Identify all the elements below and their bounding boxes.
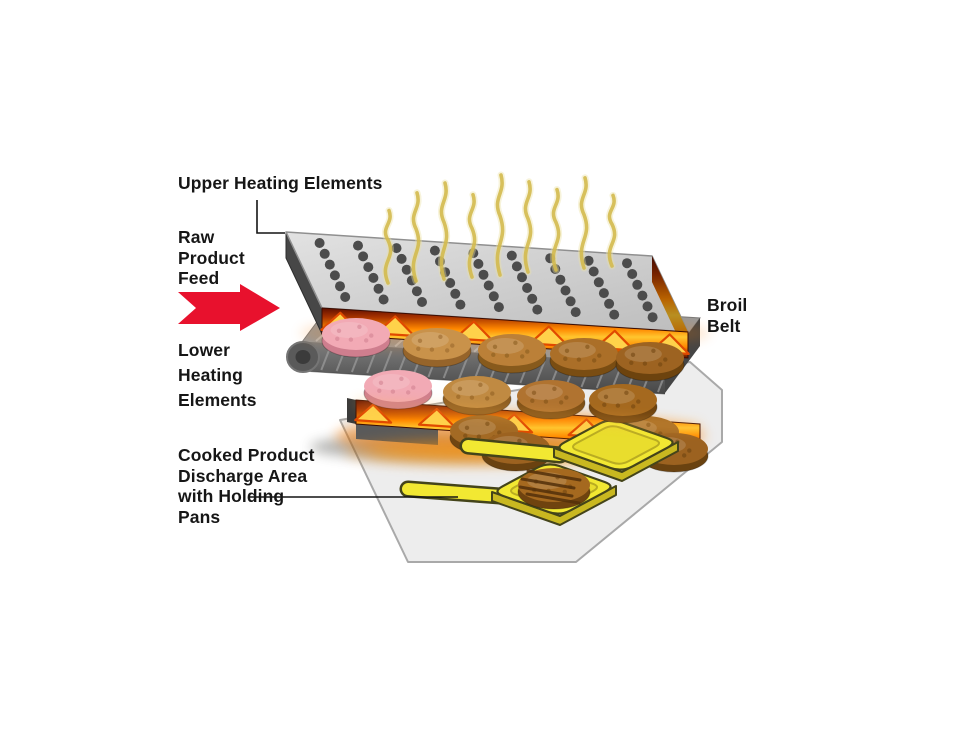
perforation-hole xyxy=(583,255,594,266)
perforation-hole xyxy=(609,309,620,320)
label-raw-product-feed: Raw Product Feed xyxy=(178,227,245,288)
perforation-hole xyxy=(642,301,653,312)
perforation-hole xyxy=(455,299,466,310)
perforation-hole xyxy=(588,266,599,277)
raw-patty xyxy=(363,370,433,410)
perforation-hole xyxy=(604,298,615,309)
label-upper-heating-elements: Upper Heating Elements xyxy=(178,173,383,193)
perforation-hole xyxy=(483,280,494,291)
perforation-hole xyxy=(637,290,648,301)
perforation-hole xyxy=(622,258,632,269)
perforation-hole xyxy=(335,281,345,292)
perforation-hole xyxy=(627,269,638,279)
perforation-hole xyxy=(363,262,374,273)
heating-element-triangle xyxy=(354,403,393,424)
cooked-patty-grilled xyxy=(517,468,591,510)
discharge-area-with-pans xyxy=(345,415,709,526)
perforation-hole xyxy=(532,304,543,315)
perforation-hole xyxy=(473,258,484,269)
perforation-hole xyxy=(493,302,504,313)
perforation-hole xyxy=(417,297,427,307)
perforation-hole xyxy=(396,253,407,264)
perforation-hole xyxy=(445,278,456,288)
perforation-hole xyxy=(527,293,538,304)
perforation-hole xyxy=(391,243,402,254)
perforation-hole xyxy=(411,286,422,297)
heating-element-triangle xyxy=(417,407,456,429)
belt-patties-front-row xyxy=(355,370,701,430)
cooked-patty xyxy=(516,380,586,420)
label-broil-belt: Broil Belt xyxy=(707,295,748,336)
belt-patties-back-row xyxy=(321,318,685,382)
perforation-hole xyxy=(450,288,461,299)
perforation-hole xyxy=(478,269,489,280)
perforation-hole xyxy=(647,312,658,323)
perforation-hole xyxy=(324,259,335,270)
perforation-hole xyxy=(340,292,351,302)
perforation-hole xyxy=(401,264,412,275)
perforation-hole xyxy=(570,307,581,318)
perforation-hole xyxy=(358,251,369,262)
cooked-patty xyxy=(402,328,472,368)
perforation-hole xyxy=(319,248,330,259)
perforation-hole xyxy=(373,283,384,294)
perforation-hole xyxy=(378,294,389,305)
leader-lines xyxy=(250,200,458,498)
perforation-hole xyxy=(314,238,325,248)
perforation-hole xyxy=(429,245,440,256)
perforation-hole xyxy=(560,285,571,296)
perforation-hole xyxy=(565,296,576,307)
perforation-hole xyxy=(488,291,499,302)
cooked-patty xyxy=(477,334,547,374)
raw-product-feed-arrow xyxy=(178,284,280,331)
perforation-hole xyxy=(632,279,643,290)
holding-pan xyxy=(553,419,679,482)
perforation-hole xyxy=(517,272,527,283)
perforation-hole xyxy=(506,250,517,261)
label-cooked-product-discharge: Cooked Product Discharge Area with Holdi… xyxy=(178,445,315,527)
perforation-hole xyxy=(555,274,566,285)
label-lower-heating-elements: Lower Heating Elements xyxy=(178,340,257,410)
cooked-patty xyxy=(549,338,619,378)
perforation-hole xyxy=(522,283,533,293)
raw-patty xyxy=(321,318,391,358)
cooked-patty xyxy=(442,376,512,416)
perforation-hole xyxy=(598,288,609,299)
perforation-hole xyxy=(511,261,522,272)
cooked-patty xyxy=(588,384,658,424)
perforation-hole xyxy=(593,277,604,288)
leader-upper-heating xyxy=(256,200,285,234)
perforation-hole xyxy=(353,240,363,251)
heat-waves xyxy=(381,171,619,287)
perforation-hole xyxy=(329,270,340,281)
cooked-patty xyxy=(615,342,685,382)
perforation-hole xyxy=(368,272,379,283)
